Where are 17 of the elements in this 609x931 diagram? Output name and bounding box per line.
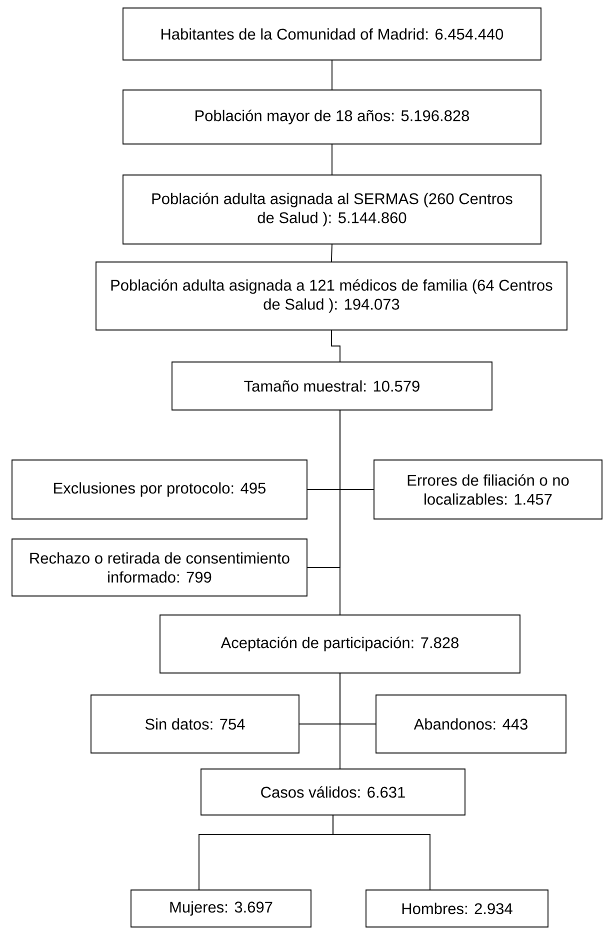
process-box: Tamaño muestral: 10.579 <box>172 362 492 410</box>
process-box: Habitantes de la Comunidad of Madrid: 6.454.440 <box>122 8 542 60</box>
process-box: Errores de filiación o no localizables: 1.457 <box>374 460 602 520</box>
process-box: Población adulta asignada a 121 médicos de familia (64 Centros de Salud ): 194.073 <box>96 262 568 330</box>
connector-line <box>332 815 430 890</box>
process-box: Abandonos: 443 <box>376 694 566 754</box>
process-box: Población adulta asignada al SERMAS (260 Centros de Salud ): 5.144.860 <box>122 174 542 244</box>
process-box: Población mayor de 18 años: 5.196.828 <box>122 90 542 144</box>
process-box: Sin datos: 754 <box>90 694 300 754</box>
process-box: Mujeres: 3.697 <box>130 890 312 928</box>
connector-line <box>331 244 332 262</box>
process-box: Aceptación de participación: 7.828 <box>160 614 520 674</box>
process-box: Rechazo o retirada de consentimiento informado: 799 <box>12 538 308 596</box>
connector-line <box>331 330 340 362</box>
process-box: Exclusiones por protocolo: 495 <box>12 460 308 520</box>
process-box: Casos válidos: 6.631 <box>200 768 466 816</box>
process-box: Hombres: 2.934 <box>366 890 548 928</box>
